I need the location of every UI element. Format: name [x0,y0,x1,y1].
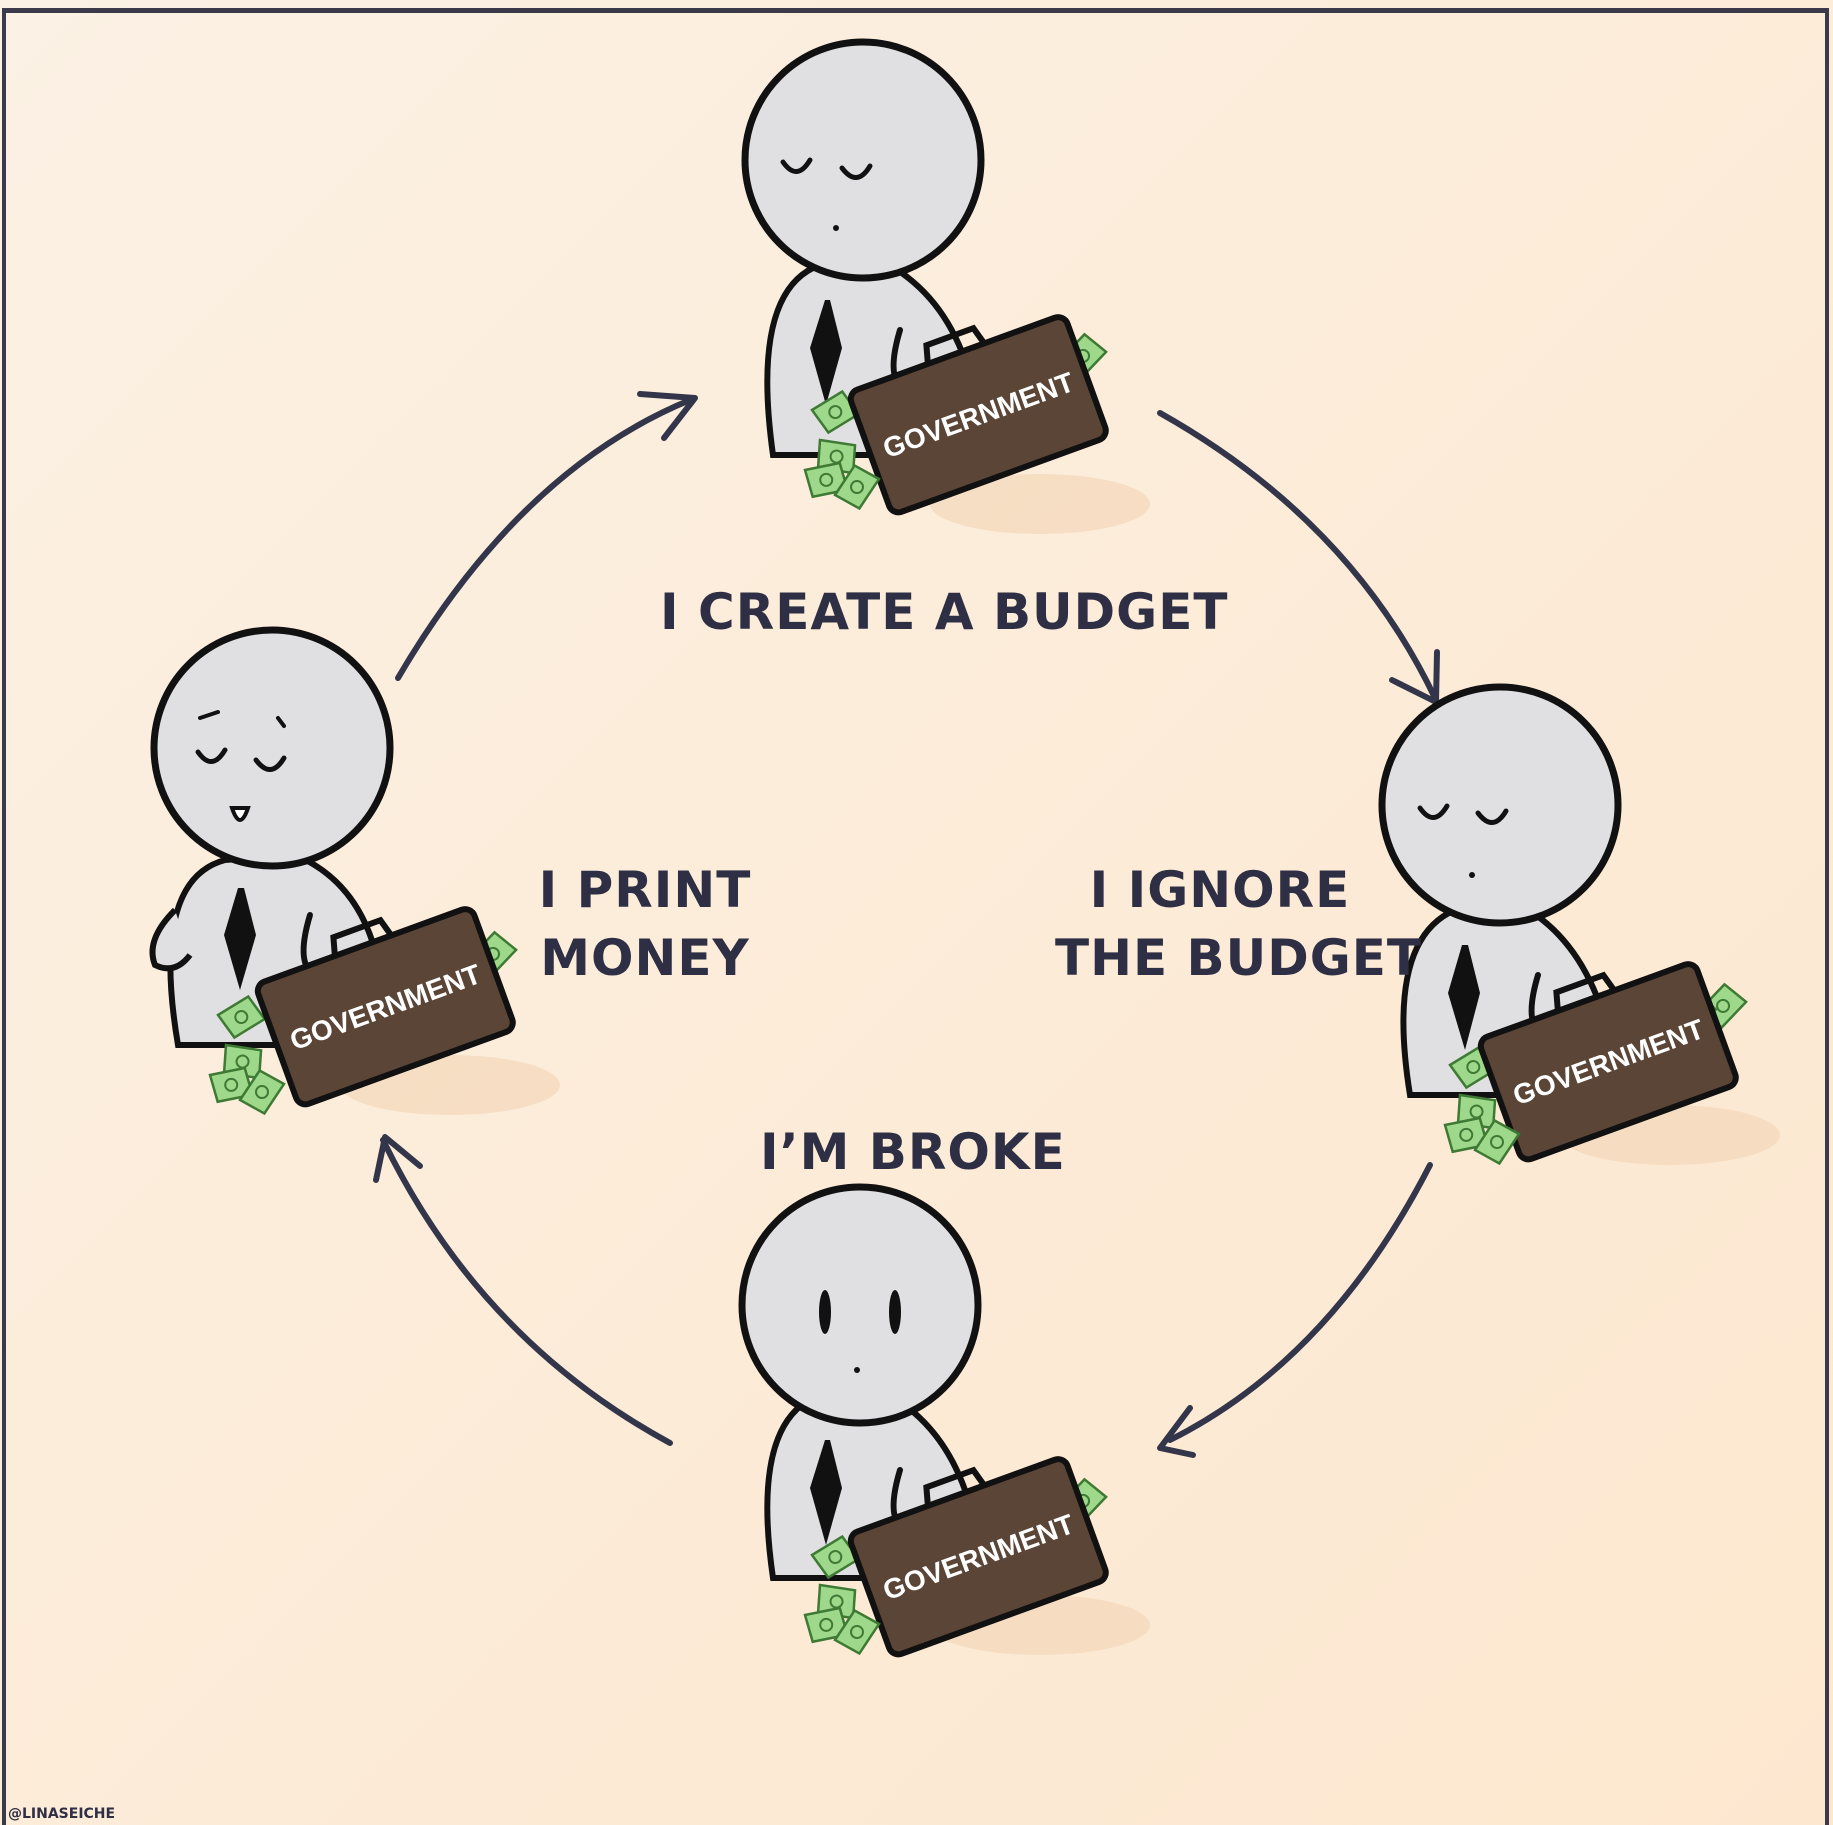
figure-bottom: GOVERNMENT [738,1183,1150,1662]
stage-label-line: THE BUDGET [1055,929,1423,987]
arrow-right-to-bottom [1167,1162,1433,1443]
arrow-bottom-to-left-head [373,1134,423,1183]
figure-right: GOVERNMENT [1378,683,1780,1172]
stage-label-line: I CREATE A BUDGET [660,583,1229,641]
stage-label-broke: I’M BROKE [760,1118,1066,1186]
stage-label-line: I PRINT [538,861,752,919]
stage-label-line: I’M BROKE [760,1123,1066,1181]
arrow-bottom-to-left [380,1137,673,1446]
stage-label-ignore-budget: I IGNORE THE BUDGET [1055,856,1423,992]
arrow-top-to-right [1157,410,1438,701]
stage-label-line: MONEY [540,929,750,987]
comic-frame [2,8,1829,1825]
arrow-right-to-bottom-head [1157,1405,1196,1458]
artist-credit: @LINASEICHE [8,1806,116,1822]
stage-label-line: I IGNORE [1089,861,1351,919]
arrow-left-to-top-head [637,391,698,441]
arrow-left-to-top [395,397,693,681]
stage-label-create-budget: I CREATE A BUDGET [660,578,1229,646]
figure-top: GOVERNMENT [741,38,1150,534]
stage-label-print-money: I PRINT MONEY [520,856,770,992]
figure-left: GOVERNMENT [149,626,560,1122]
